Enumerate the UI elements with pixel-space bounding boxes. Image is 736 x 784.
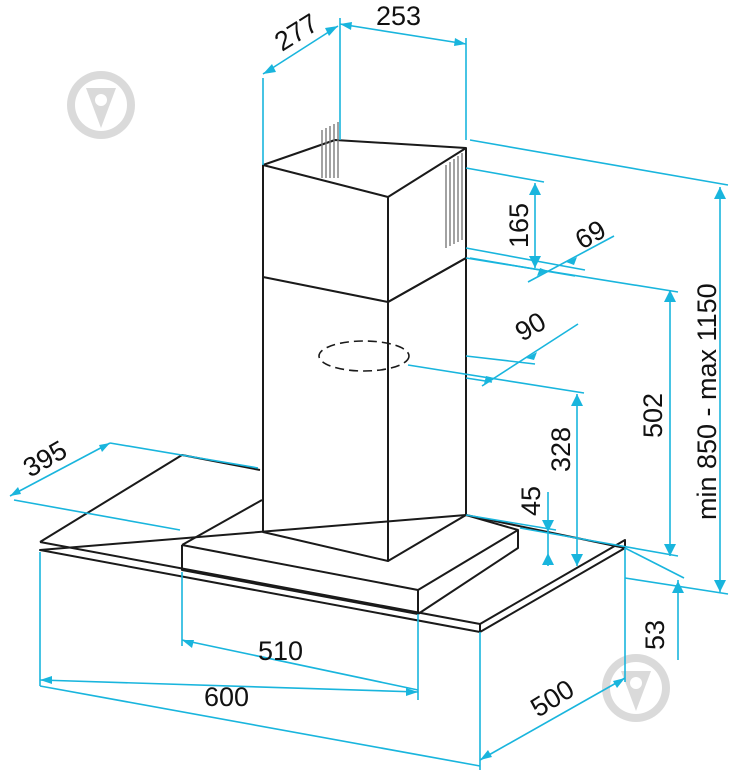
dim-vent-offset: 69 [570, 214, 611, 255]
dim-chimney-lower-height: 502 [638, 393, 668, 438]
dim-total-depth: 500 [525, 674, 579, 723]
dim-chimney-depth: 277 [269, 8, 323, 57]
dim-total-width: 600 [204, 682, 249, 712]
vent-grille-left [321, 122, 339, 178]
watermark-logo-icon [602, 654, 670, 722]
dim-outlet-height: 328 [546, 427, 576, 472]
dimension-lines [9, 18, 729, 770]
air-outlet [318, 340, 410, 372]
dim-glass-depth: 395 [18, 435, 72, 484]
dim-base-height: 45 [516, 486, 546, 516]
dim-vent-height: 165 [504, 203, 534, 248]
dim-total-height: min 850 - max 1150 [692, 283, 722, 520]
dim-chimney-width: 253 [376, 1, 421, 31]
vent-grille-right [445, 153, 463, 248]
dim-body-width: 510 [258, 636, 303, 666]
dim-outlet-offset: 90 [510, 306, 551, 347]
dim-canopy-height: 53 [640, 620, 670, 650]
watermark-logo-icon [67, 71, 135, 139]
